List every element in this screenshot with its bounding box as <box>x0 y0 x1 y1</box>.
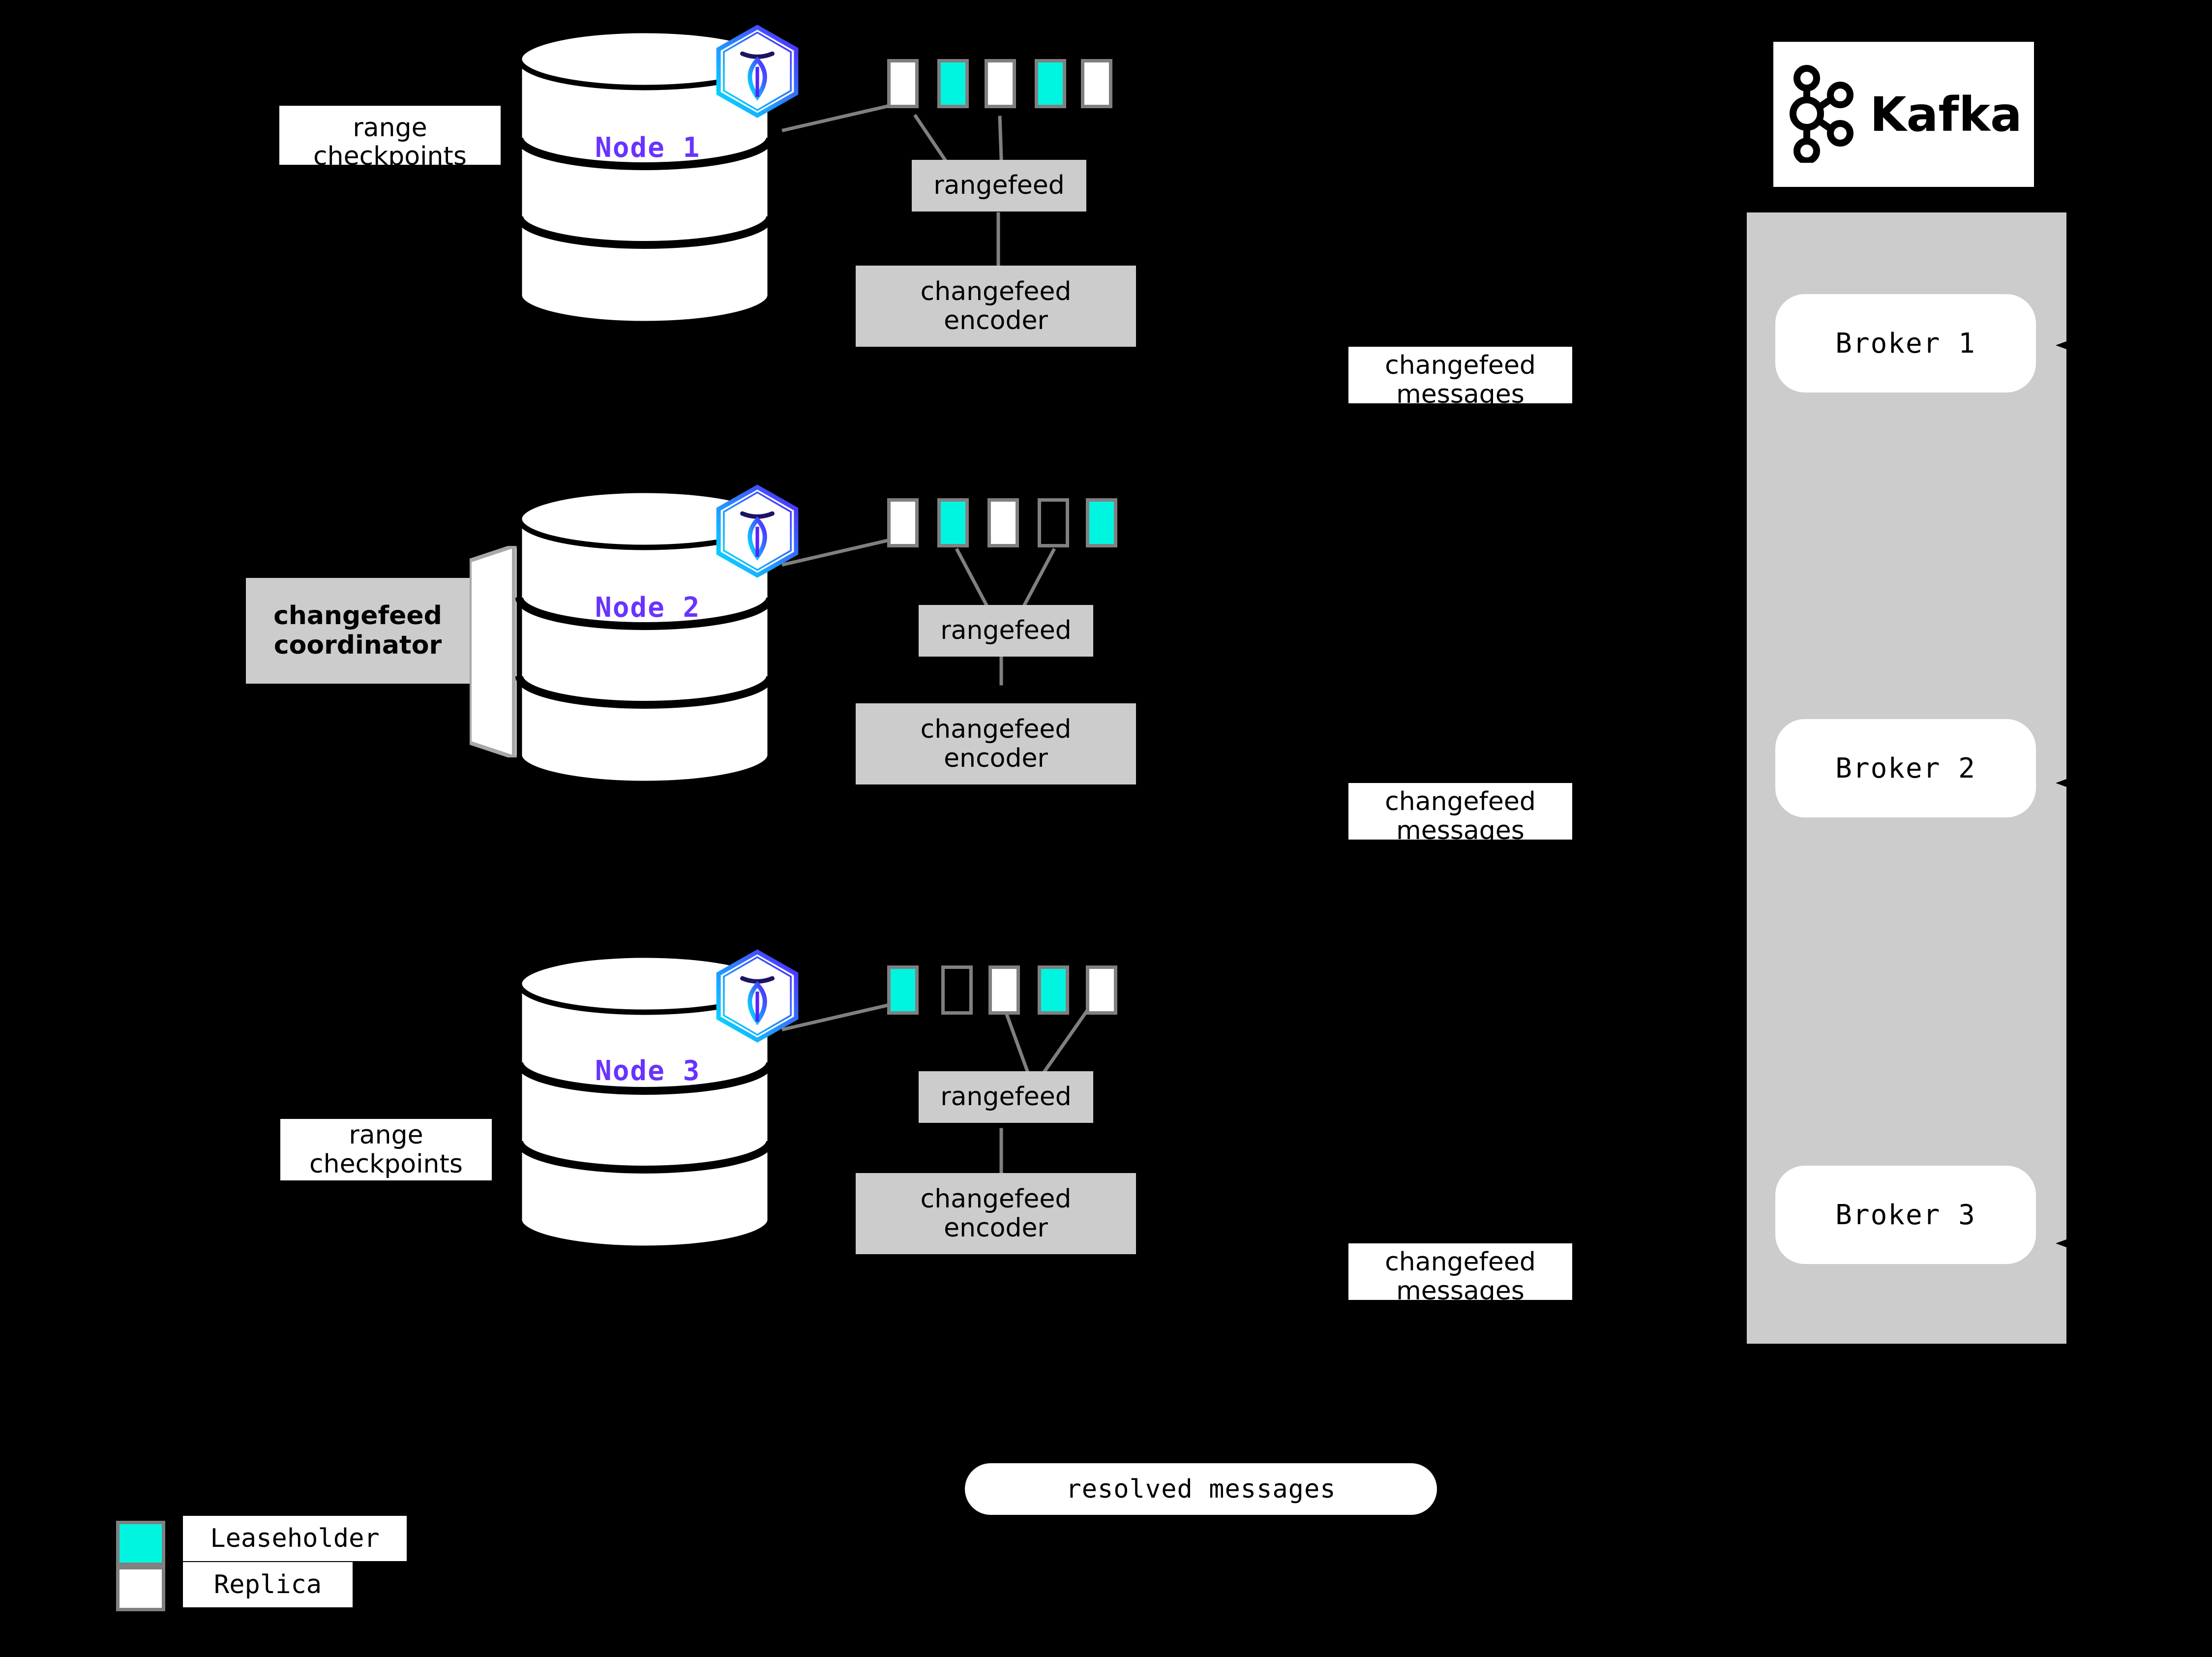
node1-range-3[interactable] <box>985 59 1016 108</box>
legend-swatch-replica <box>116 1566 165 1611</box>
node3-range-4[interactable] <box>1038 965 1069 1015</box>
changefeed-messages-label-3: changefeed messages <box>1348 1243 1572 1300</box>
node2-database-cylinder <box>514 489 775 784</box>
kafka-inbound-arrow-1 <box>2056 331 2085 360</box>
node2-changefeed-coordinator-box[interactable]: changefeed coordinator <box>246 578 470 684</box>
node1-range-checkpoints-label: range checkpoints <box>279 106 501 165</box>
node1-cockroachdb-icon <box>713 25 802 118</box>
node3-range-checkpoints-label: range checkpoints <box>280 1119 492 1180</box>
node1-range-2[interactable] <box>937 59 969 108</box>
node2-range-1[interactable] <box>887 498 919 547</box>
node1-rangefeed-box[interactable]: rangefeed <box>912 160 1086 211</box>
resolved-messages-text: resolved messages <box>1066 1474 1336 1504</box>
node3-range-checkpoints-text: range checkpoints <box>309 1120 463 1179</box>
kafka-inbound-arrow-2 <box>2056 768 2085 798</box>
node1-database-cylinder <box>514 30 775 325</box>
broker-label-2: Broker 2 <box>1835 752 1976 784</box>
kafka-wordmark: Kafka <box>1870 87 2022 142</box>
changefeed-messages-text-2: changefeed messages <box>1385 787 1536 840</box>
node2-range-2[interactable] <box>937 498 969 547</box>
node3-range-5[interactable] <box>1086 965 1117 1015</box>
node1-range-1[interactable] <box>887 59 919 108</box>
legend-text-replica: Replica <box>213 1569 322 1599</box>
node3-encoder-text: changefeed encoder <box>920 1184 1072 1243</box>
legend-label-leaseholder: Leaseholder <box>183 1516 407 1561</box>
node3-range-3[interactable] <box>988 965 1020 1015</box>
changefeed-messages-label-1: changefeed messages <box>1348 347 1572 403</box>
changefeed-messages-text-3: changefeed messages <box>1385 1247 1536 1300</box>
node1-rangefeed-text: rangefeed <box>933 171 1065 201</box>
node3-label: Node 3 <box>595 1055 701 1087</box>
node1-changefeed-encoder-box[interactable]: changefeed encoder <box>856 266 1136 347</box>
resolved-messages-pill[interactable]: resolved messages <box>965 1463 1437 1515</box>
broker-item-1[interactable]: Broker 1 <box>1775 294 2036 392</box>
node2-encoder-text: changefeed encoder <box>920 715 1072 773</box>
node2-rangefeed-box[interactable]: rangefeed <box>919 605 1093 657</box>
node2-range-5[interactable] <box>1086 498 1117 547</box>
kafka-node-graph-icon <box>1785 64 1859 165</box>
node2-changefeed-encoder-box[interactable]: changefeed encoder <box>856 703 1136 784</box>
broker-label-3: Broker 3 <box>1835 1199 1976 1231</box>
node2-coordinator-text: changefeed coordinator <box>273 601 442 660</box>
node3-database-cylinder <box>514 954 775 1249</box>
node3-range-1[interactable] <box>887 965 919 1015</box>
legend-label-replica: Replica <box>183 1562 353 1607</box>
node3-rangefeed-text: rangefeed <box>940 1082 1072 1112</box>
node3-rangefeed-box[interactable]: rangefeed <box>919 1071 1093 1123</box>
node1-label: Node 1 <box>595 132 701 164</box>
node3-range-2[interactable] <box>941 965 973 1015</box>
broker-item-3[interactable]: Broker 3 <box>1775 1166 2036 1264</box>
node3-cockroachdb-icon <box>713 949 802 1043</box>
node3-changefeed-encoder-box[interactable]: changefeed encoder <box>856 1173 1136 1254</box>
legend-swatch-leaseholder <box>116 1521 165 1566</box>
node2-rangefeed-text: rangefeed <box>940 616 1072 646</box>
node2-label: Node 2 <box>595 592 701 624</box>
node1-range-4[interactable] <box>1035 59 1066 108</box>
kafka-logo-box: Kafka <box>1773 42 2034 187</box>
node1-rangefeed-to-encoder-line <box>996 212 1000 267</box>
node1-range-5[interactable] <box>1081 59 1112 108</box>
kafka-inbound-arrow-3 <box>2056 1229 2085 1258</box>
legend-text-leaseholder: Leaseholder <box>210 1523 380 1553</box>
changefeed-messages-label-2: changefeed messages <box>1348 783 1572 840</box>
node1-range-checkpoints-text: range checkpoints <box>313 113 467 165</box>
node1-encoder-text: changefeed encoder <box>920 277 1072 335</box>
broker-label-1: Broker 1 <box>1835 327 1976 360</box>
broker-item-2[interactable]: Broker 2 <box>1775 719 2036 817</box>
node2-range-3[interactable] <box>987 498 1019 547</box>
node2-range-4[interactable] <box>1038 498 1069 547</box>
changefeed-messages-text-1: changefeed messages <box>1385 351 1536 403</box>
node2-cockroachdb-icon <box>713 484 802 578</box>
